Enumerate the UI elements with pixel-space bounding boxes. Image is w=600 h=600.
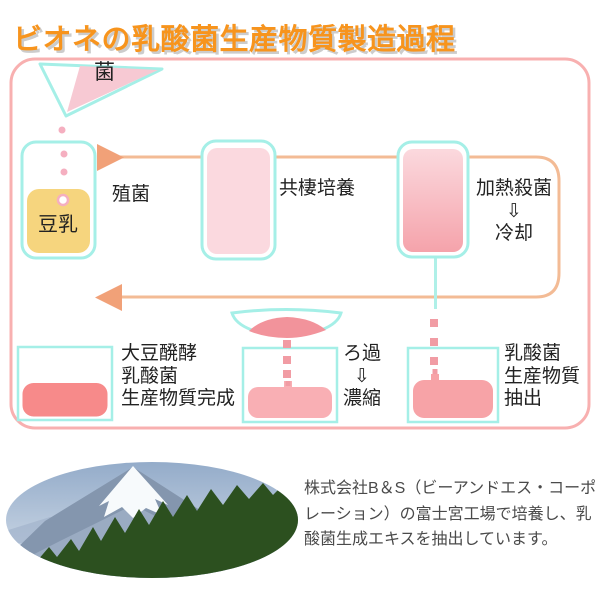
flow-path — [112, 155, 561, 299]
extract-label-line2: 生産物質 — [504, 365, 581, 387]
heat-step-block: 加熱殺菌 ⇩ 冷却 — [468, 178, 560, 246]
filter-step-block: ろ過 ⇩ 濃縮 — [340, 343, 384, 411]
finished-product-block: 大豆醗酵 乳酸菌 生産物質完成 — [121, 343, 235, 411]
finished-liquid — [22, 383, 108, 417]
filter-residue — [249, 317, 326, 338]
down-arrow-icon: ⇩ — [506, 200, 522, 222]
extract-liquid — [413, 380, 493, 418]
coculture-vessel — [200, 139, 277, 261]
caption-line2: レーション）の富士宮工場で培養し、乳 — [304, 505, 592, 523]
filter-bowl — [230, 308, 343, 338]
finished-vessel — [16, 345, 114, 422]
concentrate-liquid — [248, 387, 332, 418]
soymilk-label: 豆乳 — [38, 214, 78, 236]
step-concentration-label: 濃縮 — [342, 388, 381, 409]
extract-block: 乳酸菌 生産物質 抽出 — [504, 343, 580, 411]
finished-label-line1: 大豆醗酵 — [121, 343, 198, 364]
drip-dot — [58, 126, 66, 134]
soymilk-vessel — [20, 140, 97, 260]
drip-dot — [60, 150, 68, 158]
extract-label-line3: 抽出 — [504, 388, 543, 409]
funnel-contents — [67, 66, 158, 112]
finished-label-line2: 乳酸菌 — [121, 365, 179, 387]
diagram-frame — [9, 57, 591, 430]
heat-liquid — [403, 149, 463, 252]
funnel-label: 菌 — [94, 61, 115, 84]
fuji-photo — [6, 462, 298, 578]
extract-label-line1: 乳酸菌 — [504, 343, 562, 364]
step-heat-label: 加熱殺菌 — [475, 178, 552, 199]
process-diagram — [9, 57, 591, 430]
bacteria-funnel — [38, 62, 164, 118]
flow-arrow-left-icon — [95, 284, 122, 311]
down-arrow-icon: ⇩ — [354, 365, 370, 387]
snow-cap — [99, 466, 168, 518]
bubble — [56, 193, 70, 207]
caption: 株式会社B＆S（ビーアンドエス・コーポ レーション）の富士宮工場で培養し、乳 酸… — [304, 476, 596, 553]
forest — [6, 481, 298, 578]
caption-line3: 酸菌生成エキスを抽出しています。 — [304, 531, 558, 548]
step-coculture-label: 共棲培養 — [279, 178, 356, 199]
extract-vessel — [406, 346, 500, 424]
step-inoculation-label: 殖菌 — [112, 184, 151, 205]
flow-arrow-right-icon — [97, 144, 124, 171]
step-cooling-label: 冷却 — [494, 223, 533, 244]
caption-line1: 株式会社B＆S（ビーアンドエス・コーポ — [304, 480, 597, 497]
coculture-liquid — [207, 148, 270, 254]
heat-vessel — [396, 140, 470, 259]
soymilk-liquid — [27, 189, 90, 253]
drip-dots-middle — [283, 340, 291, 386]
finished-label-line3: 生産物質完成 — [121, 388, 236, 409]
step-filtration-label: ろ過 — [342, 343, 381, 364]
drip-dots-right — [430, 319, 438, 374]
drip-dot — [60, 168, 68, 176]
page-title: ビオネの乳酸菌生産物質製造過程 — [13, 24, 456, 56]
